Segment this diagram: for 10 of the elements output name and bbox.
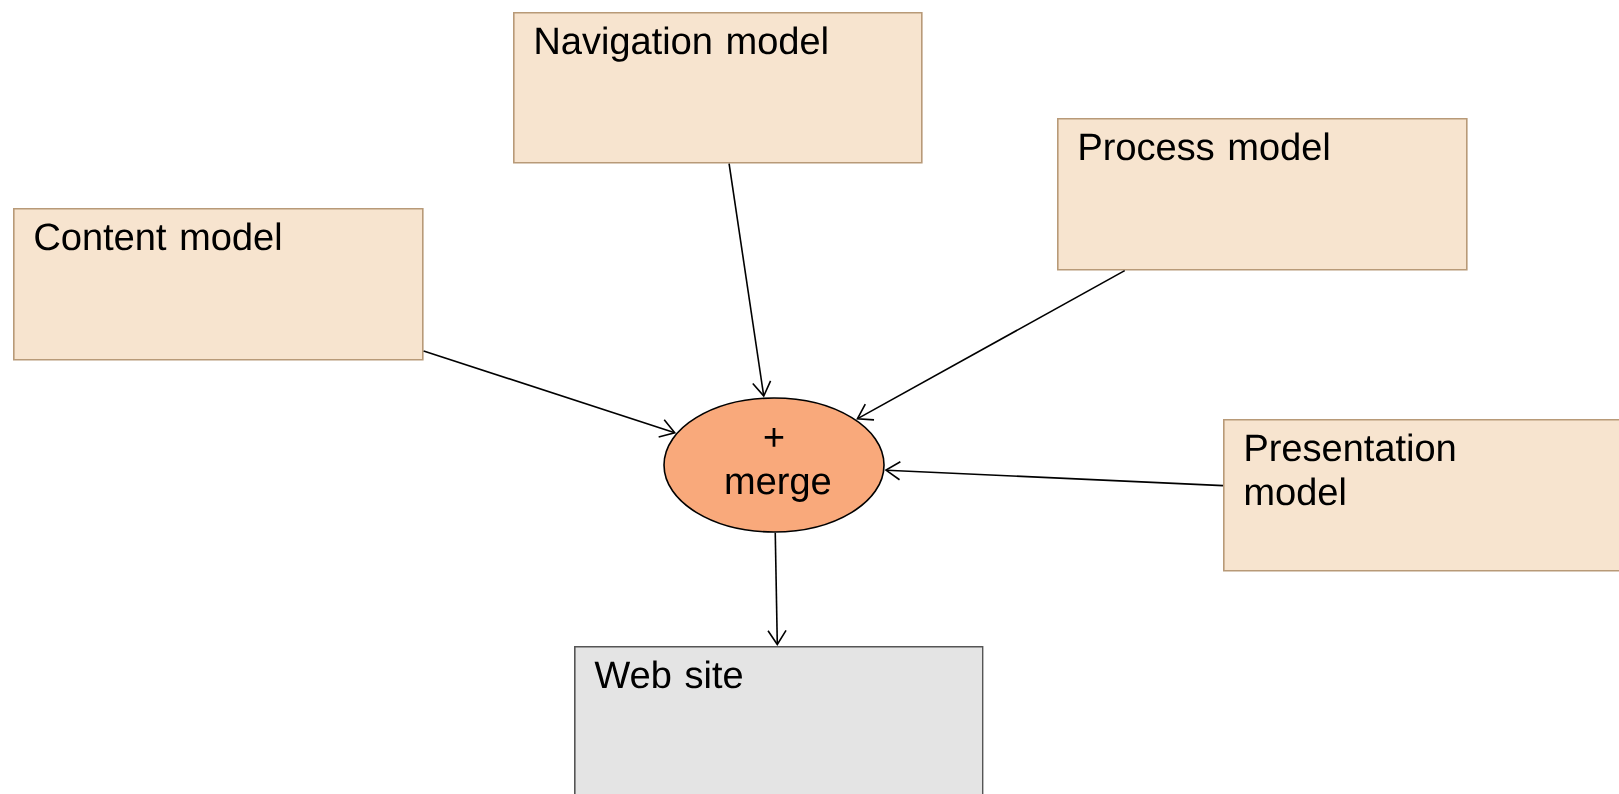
arrow (728, 162, 772, 398)
model-box: Process model (1057, 118, 1468, 271)
arrow (422, 350, 677, 438)
arrow (767, 532, 787, 646)
model-box: Presentation model (1223, 419, 1619, 572)
arrow (856, 269, 1126, 421)
model-box: Content model (13, 208, 424, 361)
arrow (884, 461, 1224, 487)
model-box: Web site (574, 646, 984, 794)
model-box: Navigation model (513, 12, 923, 164)
